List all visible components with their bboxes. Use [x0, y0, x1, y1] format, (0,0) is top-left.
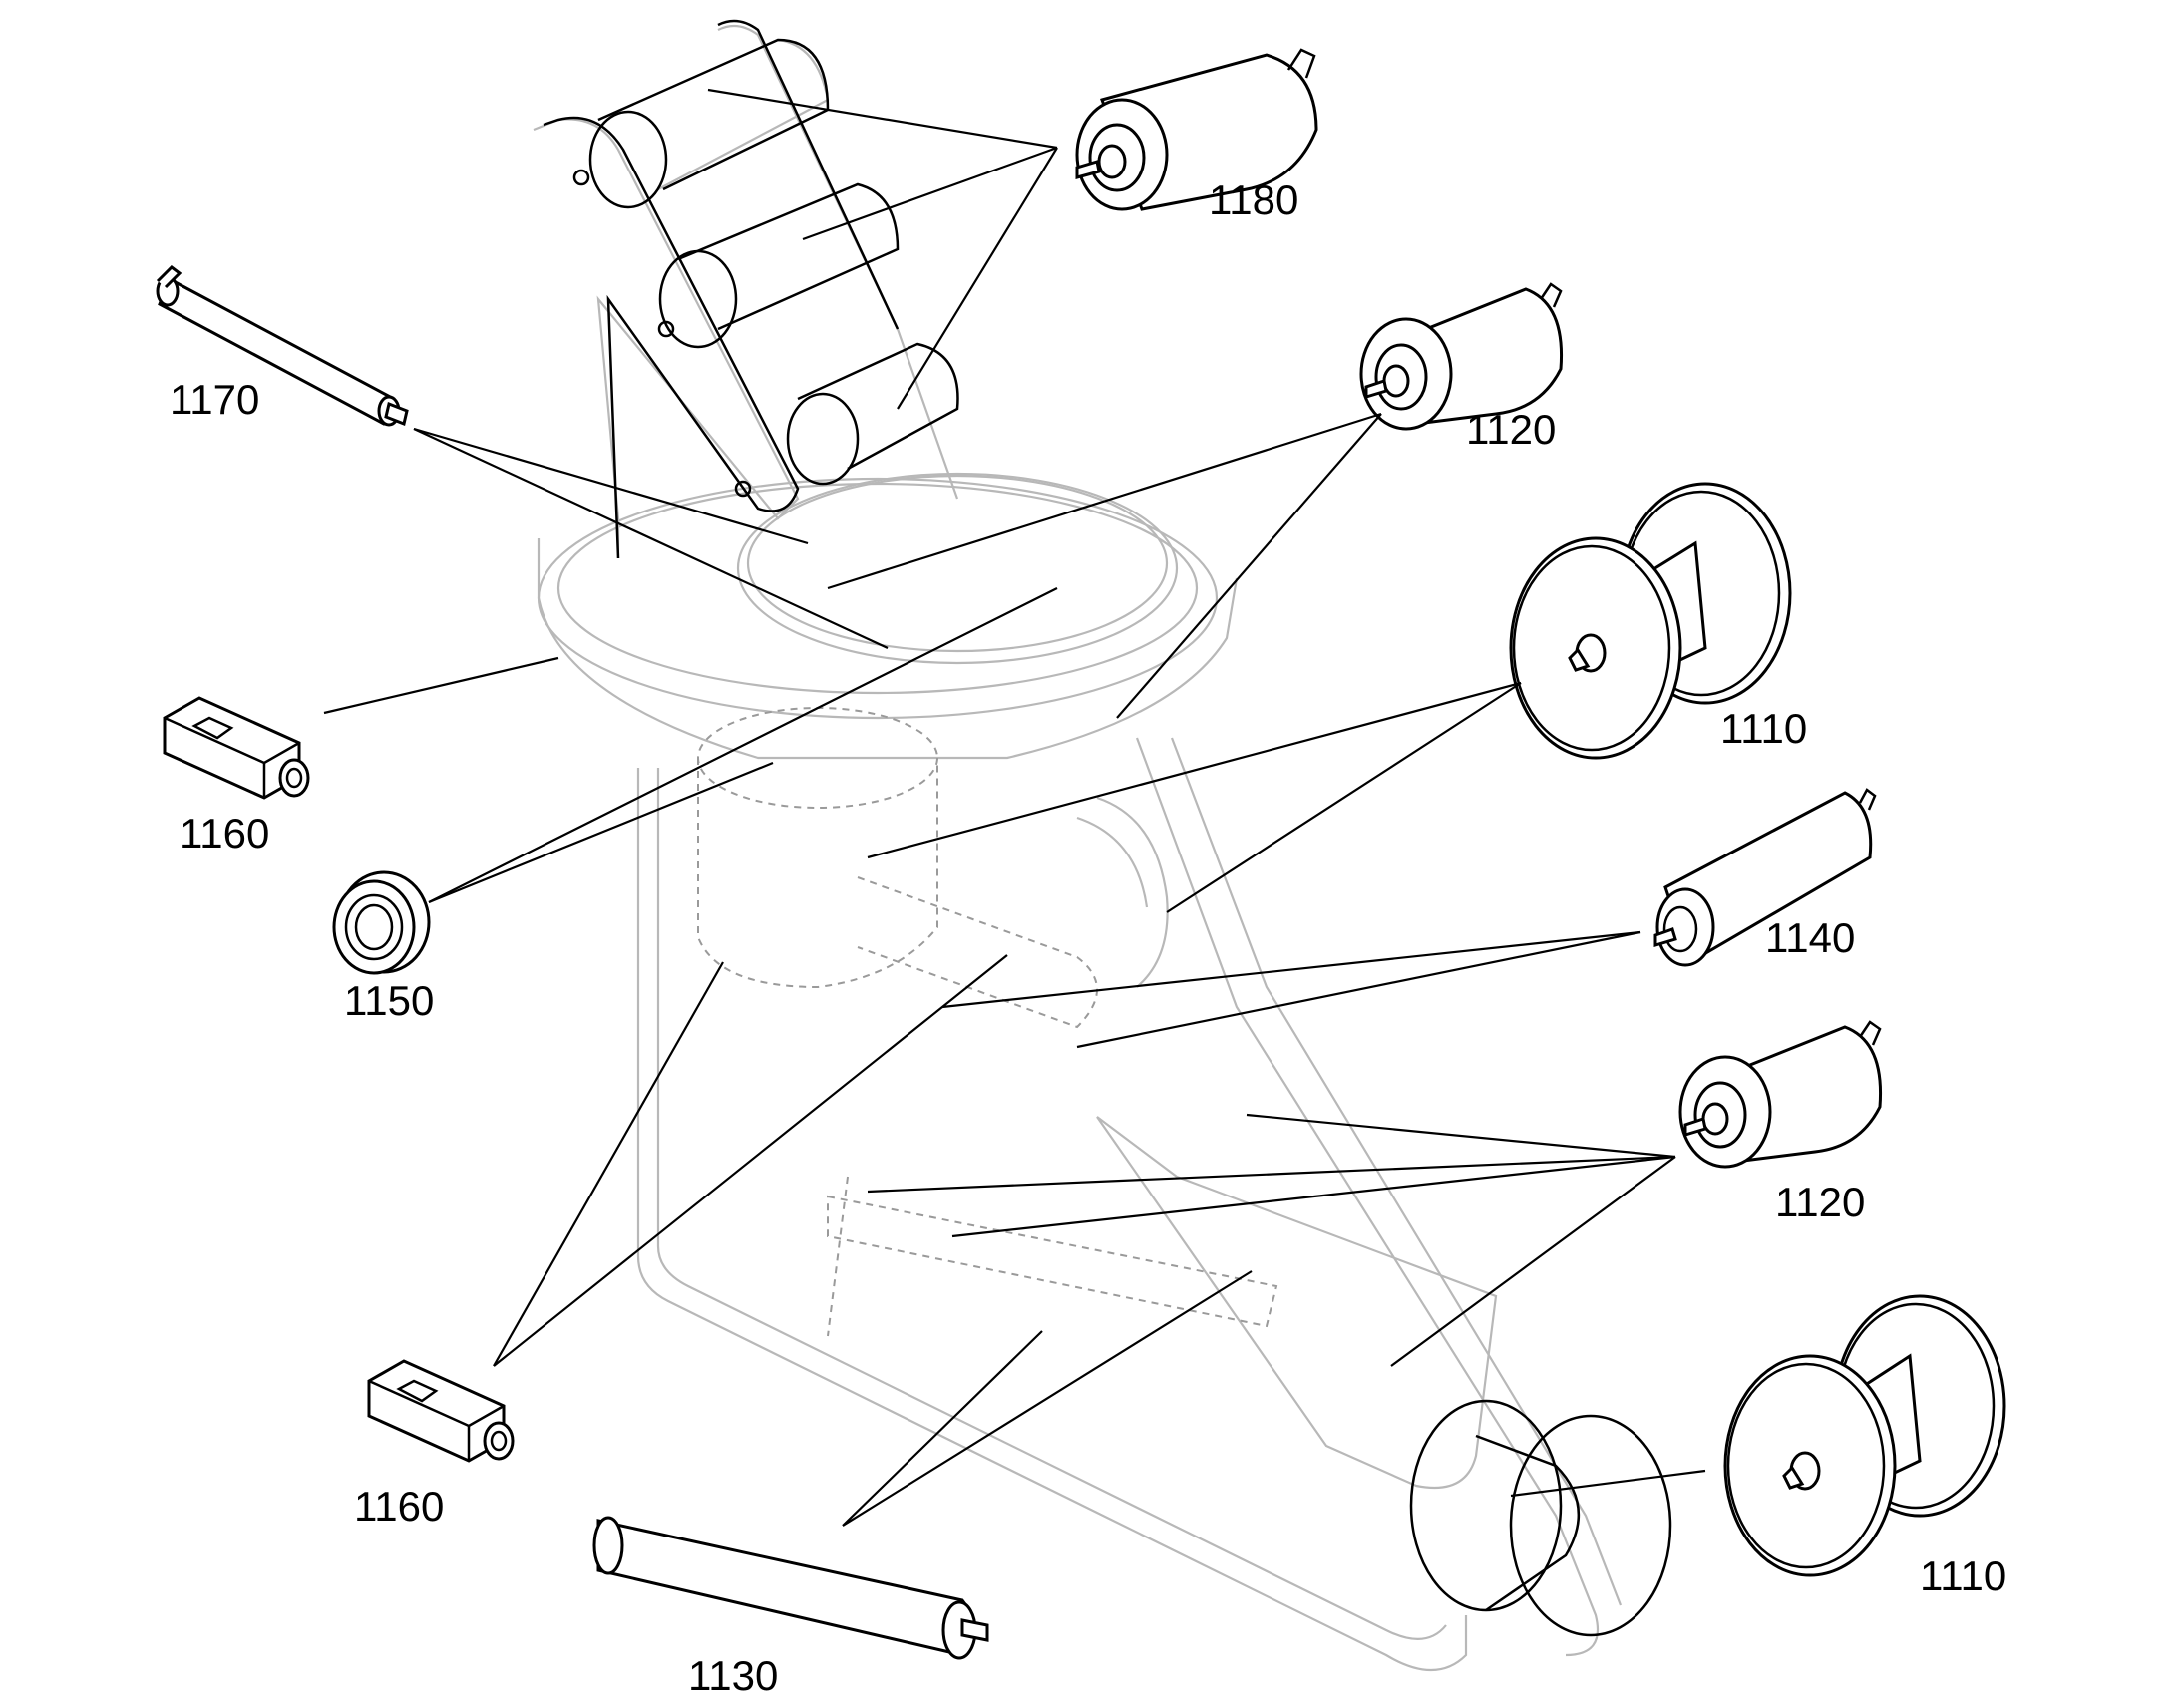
label-1110-upper: 1110	[1720, 705, 1807, 752]
label-1150: 1150	[344, 977, 434, 1024]
part-1130-roller	[592, 1516, 989, 1660]
label-1120-lower: 1120	[1775, 1179, 1865, 1225]
part-1110-upper-spool	[1509, 482, 1792, 760]
label-1160-lower: 1160	[354, 1483, 444, 1530]
label-1140: 1140	[1765, 914, 1855, 961]
ghost-spool-on-machine	[1409, 1399, 1672, 1637]
part-1160-lower-block	[367, 1359, 515, 1463]
part-1110-lower-spool	[1723, 1294, 2006, 1577]
ghost-rollers-1180	[543, 19, 959, 559]
part-1120-upper-roller	[1359, 282, 1564, 431]
part-1120-lower-roller	[1678, 1020, 1883, 1169]
label-1110-lower: 1110	[1920, 1552, 2006, 1599]
part-1180-roller	[1075, 48, 1318, 211]
callout-labels: 1180 1170 1120 1110 1160 1150 1140 1120 …	[170, 176, 2006, 1699]
label-1120-upper: 1120	[1466, 406, 1556, 453]
leader-lines	[323, 88, 1706, 1527]
part-1170-shaft	[156, 265, 409, 427]
label-1180: 1180	[1209, 176, 1298, 223]
part-1140-roller	[1653, 788, 1877, 967]
label-1170: 1170	[170, 376, 259, 423]
part-1160-upper-block	[163, 696, 310, 800]
label-1130: 1130	[688, 1652, 778, 1699]
label-1160-upper: 1160	[180, 810, 269, 856]
machine-frame-ghost	[533, 24, 1623, 1672]
part-1150-bearing	[332, 870, 431, 975]
